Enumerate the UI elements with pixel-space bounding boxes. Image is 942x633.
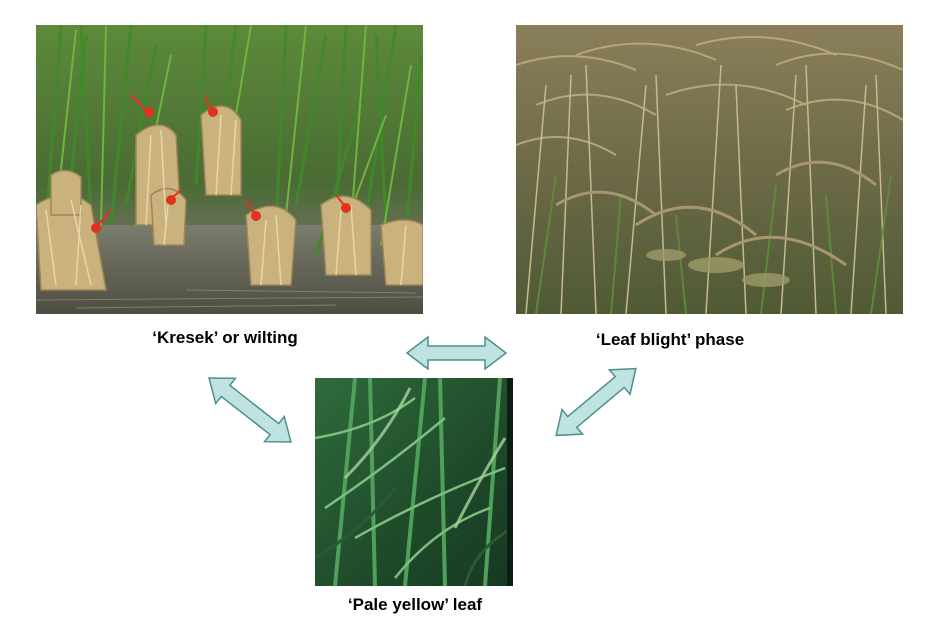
photo-leaf-blight-phase <box>516 25 903 314</box>
photo-pale-yellow-leaf <box>315 378 513 586</box>
caption-kresek-wilting: ‘Kresek’ or wilting <box>152 328 298 347</box>
arrow-kresek-pale <box>208 377 292 443</box>
photo-kresek-wilting <box>36 25 423 314</box>
caption-pale-yellow-leaf: ‘Pale yellow’ leaf <box>347 595 483 614</box>
caption-leaf-blight-phase: ‘Leaf blight’ phase <box>595 330 745 349</box>
arrow-kresek-blight <box>405 335 508 371</box>
arrow-blight-pale <box>555 367 637 437</box>
